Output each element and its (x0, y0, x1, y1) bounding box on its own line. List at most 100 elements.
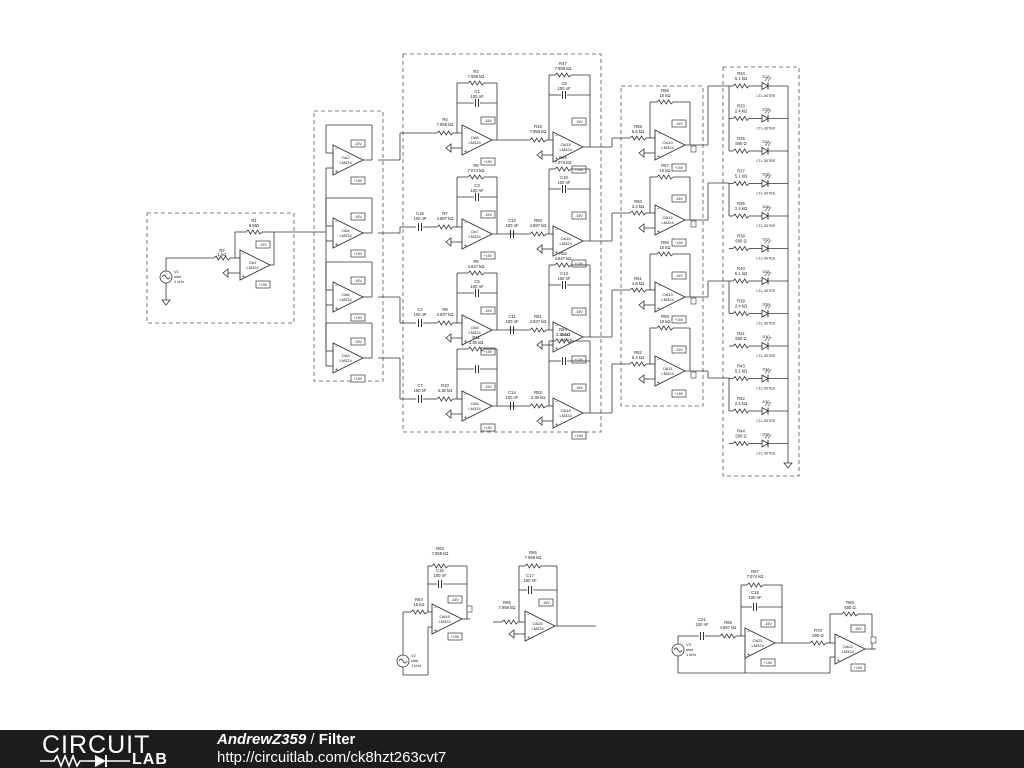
op-amp-triangle (552, 397, 585, 429)
plus-sign: + (657, 229, 660, 235)
resistor-gain-fb (656, 251, 674, 257)
resistor-led (732, 83, 750, 89)
rin-value: 3.937 kΩ (437, 312, 454, 317)
supply-label: -15V (484, 385, 492, 389)
supply-tag: -15V (255, 240, 271, 249)
supply-label: -15V (575, 120, 583, 124)
rin-value: 7.958 kΩ (499, 605, 516, 610)
led-icon (761, 76, 772, 91)
circuitlab-logo[interactable]: CIRCUIT LAB (30, 731, 180, 768)
rf-name: R57 (661, 163, 669, 168)
supply-box (850, 624, 866, 633)
d-model: LTL-307EE (757, 387, 776, 391)
c1-value: 100 nF (470, 284, 483, 289)
supply-label: +15V (484, 350, 493, 354)
op-amp-model: LM324 (559, 147, 572, 152)
wire (764, 304, 769, 309)
d-name: D22 (763, 75, 770, 79)
rin-name: R7 (442, 211, 448, 216)
r-name: R41 (737, 331, 745, 336)
wire (767, 434, 772, 439)
supply-label: -15V (542, 601, 550, 605)
resistor-r70 (809, 640, 827, 646)
capacitor-c1 (475, 289, 479, 297)
supply-tag: -15V (671, 345, 687, 354)
op-amp-name: OA13 (662, 292, 673, 297)
supply-box (671, 389, 687, 398)
c1-name: C1 (474, 89, 480, 94)
supply-tag: +15V (480, 423, 496, 432)
wire (764, 336, 769, 342)
wire (764, 174, 769, 179)
logo-circuit-text: CIRCUIT (42, 731, 151, 759)
cmid-value: 100 nF (505, 319, 518, 324)
capacitor-c16 (438, 580, 442, 588)
diode-triangle (761, 406, 769, 416)
supply-tag: +15V (671, 315, 687, 324)
r69-value: 500 Ω (844, 605, 855, 610)
cmid-name: C14 (508, 390, 516, 395)
op-amp-model: LM324 (246, 265, 259, 270)
minus-sign: − (555, 323, 558, 329)
source-name: V3 (686, 642, 692, 647)
c1-name: C5 (474, 279, 480, 284)
plus-sign: + (747, 652, 750, 658)
supply-tag: -15V (350, 139, 366, 148)
rin-name: R4 (442, 117, 448, 122)
supply-tag: -15V (538, 598, 554, 607)
cmid-name: C11 (508, 314, 516, 319)
probe-icon (870, 636, 877, 644)
capacitor-c1 (475, 193, 479, 201)
r1-value: 6 MΩ (249, 223, 259, 228)
c2-name: C13 (560, 271, 568, 276)
diode-triangle (761, 146, 769, 156)
supply-tag: +15V (255, 280, 271, 289)
supply-tag: -15V (571, 117, 587, 126)
capacitor-c21 (700, 632, 704, 640)
fb1-name: R3 (473, 69, 479, 74)
resistor-rin (436, 320, 454, 326)
op-amp-triangle (524, 610, 557, 642)
c-name: C16 (436, 568, 444, 573)
fb-value: 7.958 kΩ (525, 555, 542, 560)
led-bank-box (722, 66, 800, 477)
ground-icon (638, 148, 648, 158)
plus-sign: + (242, 274, 245, 280)
circuit-title: Filter (318, 731, 356, 748)
supply-tag: -15V (447, 595, 463, 604)
r-name: R38 (737, 234, 745, 239)
author-link[interactable]: AndrewZ359 (217, 731, 307, 748)
ground-triangle (638, 374, 645, 384)
op-amp-model: LM324 (559, 241, 572, 246)
supply-tag: -15V (350, 212, 366, 221)
minus-sign: − (657, 206, 660, 212)
plus-sign: + (335, 169, 338, 175)
circuit-url[interactable]: http://circuitlab.com/ck8hzt263cvt7 (217, 749, 447, 766)
d-model: LTL-307EE (757, 224, 776, 228)
diode-triangle (761, 179, 769, 188)
resistor-fb2 (554, 338, 572, 344)
r-name: R36 (737, 201, 745, 206)
resistor-diode-icon (40, 754, 130, 768)
resistor-fb1 (467, 80, 485, 86)
d-model: LTL-307EE (757, 127, 776, 131)
op-amp-name: OA8 (471, 135, 480, 140)
op-amp-name: OA1 (249, 260, 258, 265)
fb2-name: R49 (559, 155, 567, 160)
ground-triangle (536, 244, 543, 254)
supply-tag: -15V (350, 337, 366, 346)
d-name: D26 (763, 205, 770, 209)
fb2-name: R54 (559, 327, 567, 332)
supply-tag: -15V (350, 276, 366, 285)
ground-triangle (783, 462, 793, 469)
plus-sign: + (464, 243, 467, 249)
